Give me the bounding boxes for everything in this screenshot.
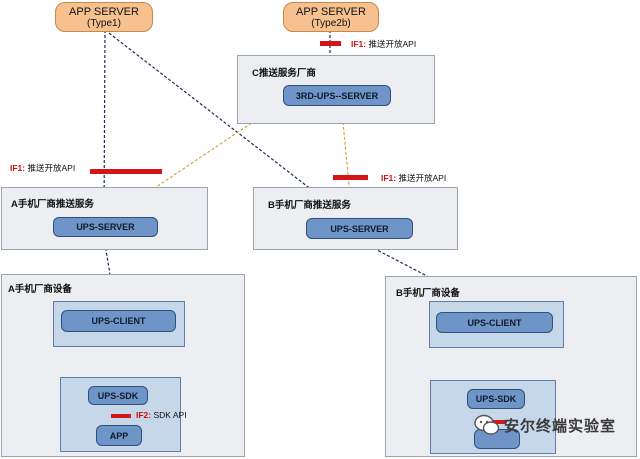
api-label-right: IF1: 推送开放API: [381, 173, 447, 183]
api-bar-right: [333, 175, 368, 180]
api-bar-top: [320, 41, 341, 46]
api-bar-left: [90, 169, 162, 174]
panel-a-device-title: A手机厂商设备: [8, 284, 72, 295]
api-label-sdk: IF2: SDK API: [136, 410, 187, 420]
app-server-type2b: APP SERVER (Type2b): [283, 2, 379, 32]
wechat-icon: [474, 414, 500, 435]
node-a-app: APP: [96, 425, 142, 446]
app-server-type2b-title: APP SERVER: [296, 6, 366, 18]
node-a-ups-server: UPS-SERVER: [53, 217, 158, 237]
panel-a-vendor-push-title: A手机厂商推送服务: [11, 199, 94, 210]
node-b-ups-sdk: UPS-SDK: [467, 389, 525, 409]
node-b-ups-server: UPS-SERVER: [306, 218, 413, 239]
node-a-ups-client: UPS-CLIENT: [61, 310, 176, 332]
app-server-type1-title: APP SERVER: [69, 6, 139, 18]
panel-c-vendor-title: C推送服务厂商: [252, 68, 316, 79]
line-c-to-a-server: [109, 111, 269, 219]
node-b-ups-client: UPS-CLIENT: [436, 312, 553, 333]
app-server-type1-sub: (Type1): [87, 18, 121, 29]
api-bar-b-sdk: [490, 420, 506, 424]
panel-b-device-title: B手机厂商设备: [396, 288, 460, 299]
api-label-top: IF1: 推送开放API: [351, 39, 417, 49]
app-server-type1: APP SERVER (Type1): [55, 2, 153, 32]
api-bar-sdk: [111, 414, 131, 418]
watermark-text: 安尔终端实验室: [504, 417, 617, 435]
api-label-left: IF1: 推送开放API: [10, 163, 76, 173]
panel-b-vendor-push: B手机厂商推送服务: [253, 187, 458, 250]
panel-b-vendor-push-title: B手机厂商推送服务: [268, 200, 351, 211]
line-type1-to-b-server: [104, 29, 357, 225]
watermark: 安尔终端实验室: [474, 414, 616, 436]
line-type1-to-a-server: [103, 29, 106, 215]
node-a-ups-sdk: UPS-SDK: [88, 386, 148, 405]
node-3rd-ups-server: 3RD-UPS--SERVER: [283, 85, 391, 106]
app-server-type2b-sub: (Type2b): [311, 18, 351, 29]
